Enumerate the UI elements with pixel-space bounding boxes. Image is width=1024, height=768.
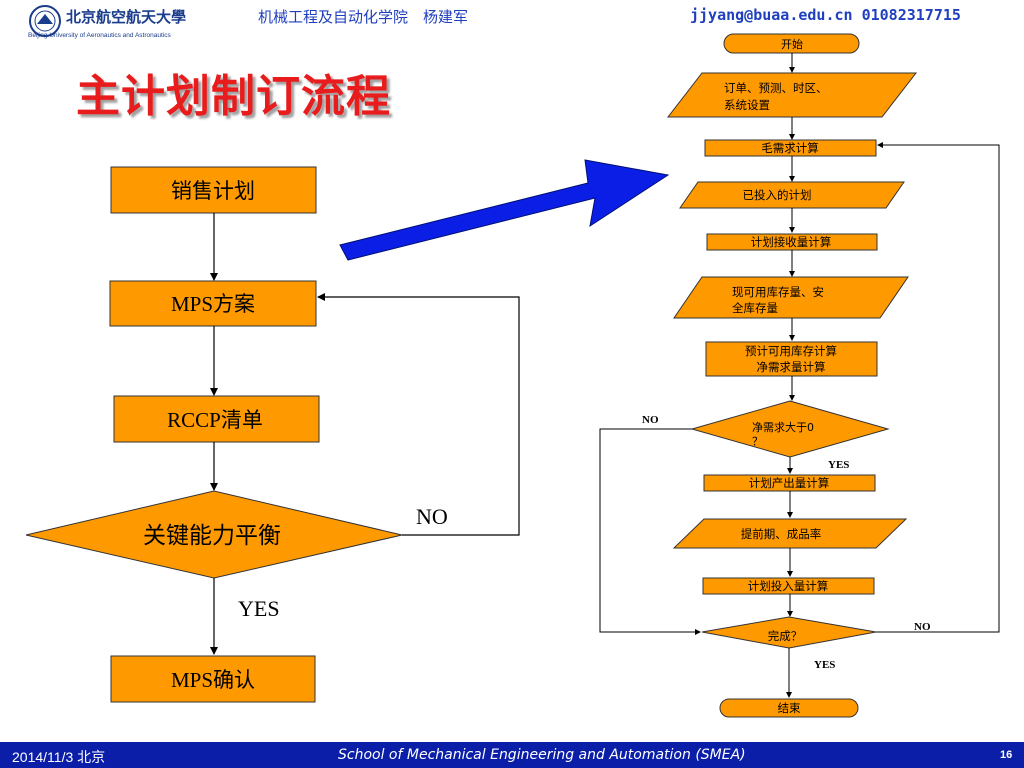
no-label-1: NO xyxy=(642,414,659,426)
left-yes-label: YES xyxy=(238,596,280,621)
net-req-label-1: 净需求大于0 xyxy=(752,420,814,434)
end-terminal xyxy=(719,698,859,718)
projected-label-2: 净需求量计算 xyxy=(757,360,826,374)
arrow-done-no-loop xyxy=(876,142,1000,633)
leadtime-label: 提前期、成品率 xyxy=(741,527,822,541)
mps-confirm-box xyxy=(110,655,316,703)
big-blue-arrow xyxy=(339,159,670,261)
footer-date: 2014/11/3 北京 xyxy=(12,749,106,765)
onhand-input xyxy=(673,276,909,319)
receipt-calc-label: 计划接收量计算 xyxy=(751,235,832,249)
done-label: 完成？ xyxy=(768,629,803,643)
logo-name-cn: 北京航空航天大學 xyxy=(66,8,187,26)
left-no-label: NO xyxy=(416,504,448,529)
onhand-label-2: 全库存量 xyxy=(732,301,778,315)
rccp-label: RCCP清单 xyxy=(167,408,263,432)
gross-req-label: 毛需求计算 xyxy=(761,141,819,155)
footer-page-number: 16 xyxy=(1000,749,1013,761)
start-label: 开始 xyxy=(781,37,803,51)
end-label: 结束 xyxy=(778,701,801,715)
orders-label-1: 订单、预测、时区、 xyxy=(724,81,828,95)
mps-plan-label: MPS方案 xyxy=(171,292,255,316)
logo-name-en: Beijing University of Aeronautics and As… xyxy=(28,32,171,39)
key-balance-label: 关键能力平衡 xyxy=(143,523,281,549)
slide-title: 主计划制订流程 xyxy=(76,71,391,122)
gross-req-box xyxy=(704,139,877,157)
mps-plan-box xyxy=(109,280,317,327)
released-plan-input xyxy=(679,181,905,209)
projected-label-1: 预计可用库存计算 xyxy=(745,344,837,358)
no-label-2: NO xyxy=(914,621,931,633)
input-calc-label: 计划投入量计算 xyxy=(748,579,829,593)
onhand-label-1: 现可用库存量、安 xyxy=(732,285,824,299)
right-flow: 开始 订单、预测、时区、 系统设置 毛需求计算 已投入的计划 计划接收量计算 现… xyxy=(599,33,1000,718)
projected-calc-box xyxy=(705,341,878,377)
sales-plan-box xyxy=(110,166,317,214)
mps-confirm-label: MPS确认 xyxy=(171,668,255,692)
arrow-no-loop-left xyxy=(317,293,520,536)
left-flow: 销售计划 MPS方案 RCCP清单 关键能力平衡 NO YES MPS确认 xyxy=(25,166,520,703)
header-department: 机械工程及自动化学院 杨建军 xyxy=(258,8,469,26)
flow-diagram: 销售计划 MPS方案 RCCP清单 关键能力平衡 NO YES MPS确认 开始… xyxy=(25,33,1000,718)
yes-label-1: YES xyxy=(828,459,849,471)
footer-school: School of Mechanical Engineering and Aut… xyxy=(338,747,746,763)
orders-input xyxy=(666,72,918,118)
input-calc-box xyxy=(702,577,875,595)
rccp-box xyxy=(113,395,320,443)
header-contact: jjyang@buaa.edu.cn 01082317715 xyxy=(690,6,961,24)
output-calc-label: 计划产出量计算 xyxy=(749,476,830,490)
leadtime-input xyxy=(672,518,908,549)
orders-label-2: 系统设置 xyxy=(724,98,770,112)
arrow-net-no-to-done xyxy=(599,428,701,635)
sales-plan-label: 销售计划 xyxy=(171,179,255,203)
university-seal-icon xyxy=(29,5,61,37)
footer-bar xyxy=(0,742,1024,768)
university-logo: 北京航空航天大學 Beijing University of Aeronauti… xyxy=(28,4,228,40)
released-plan-label: 已投入的计划 xyxy=(743,188,812,202)
yes-label-2: YES xyxy=(814,659,835,671)
net-req-label-2: ？ xyxy=(752,435,763,448)
